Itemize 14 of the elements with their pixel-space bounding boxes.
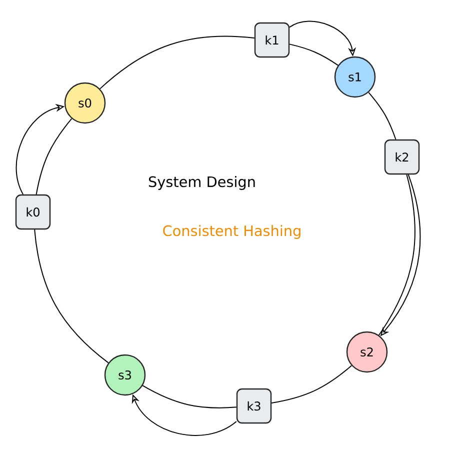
ring-arc [368, 92, 396, 140]
key-box: k2 [384, 139, 420, 175]
heading-text: Consistent Hashing [163, 225, 300, 239]
ring-arc [289, 44, 339, 66]
ring-arc [36, 118, 72, 195]
heading-text: System Design [148, 176, 255, 190]
ring-arc [271, 365, 352, 404]
key-box: k3 [236, 388, 272, 424]
key-box: k1 [254, 22, 290, 58]
ring-arc [378, 174, 416, 336]
key-box: k0 [15, 194, 51, 230]
ring-arc [142, 385, 237, 408]
ring-arc [99, 36, 255, 90]
ring-arc [34, 229, 109, 364]
